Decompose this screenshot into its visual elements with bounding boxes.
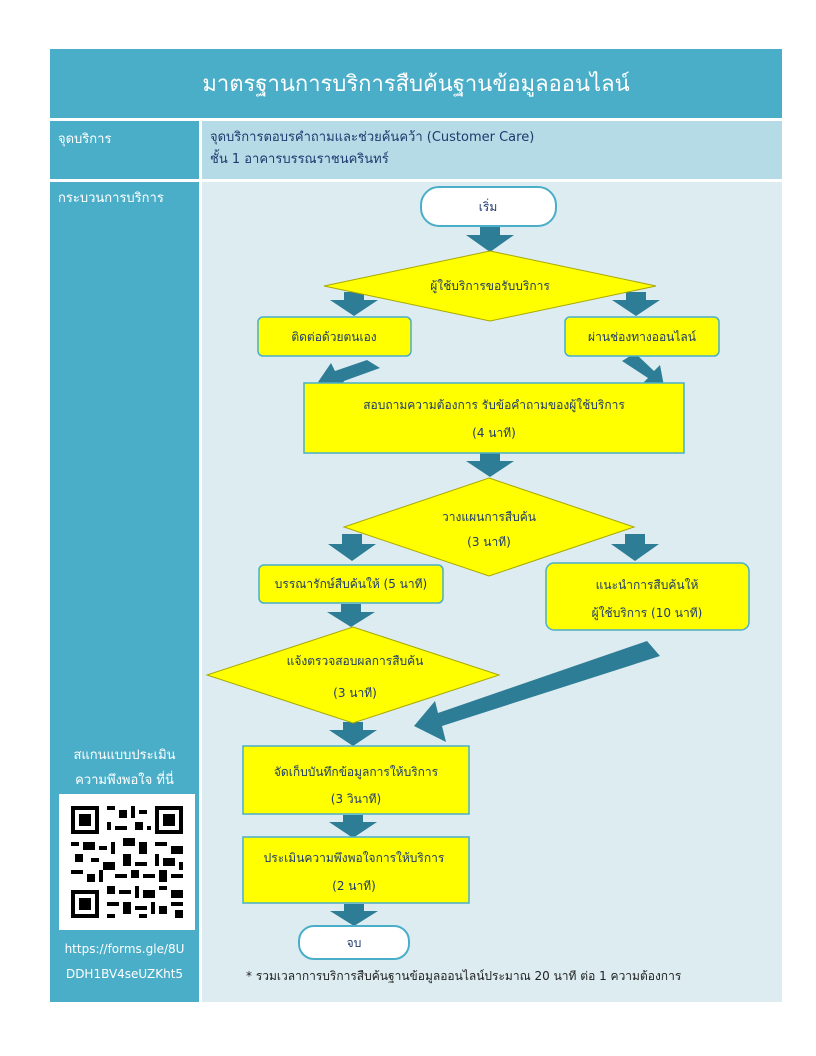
flow-arrows xyxy=(318,227,664,926)
arrow-plan-to-librarian xyxy=(328,534,376,561)
plan-label-2: (3 นาที) xyxy=(467,535,511,549)
scan-line2: ความพึงพอใจ ที่นี่ xyxy=(75,773,174,788)
start-label: เริ่ม xyxy=(479,198,497,214)
record-label-1: จัดเก็บบันทึกข้อมูลการให้บริการ xyxy=(274,764,439,780)
process-label: กระบวนการบริการ xyxy=(58,191,164,206)
survey-url-line2[interactable]: DDH1BV4seUZKht5 xyxy=(65,967,184,981)
request-decision xyxy=(323,250,657,322)
qr-code-icon xyxy=(59,794,195,930)
online-contact-label: ผ่านช่องทางออนไลน์ xyxy=(588,330,696,344)
arrow-plan-to-guide xyxy=(611,534,659,561)
arrow-evaluate-to-end xyxy=(330,904,378,926)
page-title: มาตรฐานการบริการสืบค้นฐานข้อมูลออนไลน์ xyxy=(50,49,782,118)
end-node xyxy=(298,925,410,960)
arrow-inquire-to-plan xyxy=(466,453,514,477)
scan-line1: สแกนแบบประเมิน xyxy=(73,748,176,763)
service-point-line1: จุดบริการตอบรคำถามและช่วยค้นคว้า (Custom… xyxy=(210,130,535,145)
arrow-start-to-request xyxy=(466,227,514,252)
survey-url-line1[interactable]: https://forms.gle/8U xyxy=(64,942,185,956)
end-label: จบ xyxy=(347,936,362,950)
arrow-self-to-inquire xyxy=(318,360,380,389)
guide-search-label-1: แนะนำการสืบค้นให้ xyxy=(596,578,699,592)
record-node xyxy=(242,745,470,815)
qr-code[interactable] xyxy=(59,794,195,930)
footnote: * รวมเวลาการบริการสืบค้นฐานข้อมูลออนไลน์… xyxy=(246,969,682,983)
inquire-label-2: (4 นาที) xyxy=(472,426,516,440)
record-label-2: (3 วินาที) xyxy=(331,792,381,806)
plan-label-1: วางแผนการสืบค้น xyxy=(442,510,536,524)
notify-label-2: (3 นาที) xyxy=(333,686,377,700)
arrow-request-to-self xyxy=(330,292,378,316)
process-sidebar: กระบวนการบริการ สแกนแบบประเมิน ความพึงพอ… xyxy=(50,182,199,1002)
arrow-guide-to-record xyxy=(414,641,660,742)
self-contact-label: ติดต่อด้วยตนเอง xyxy=(291,330,376,344)
librarian-search-label: บรรณารักษ์สืบค้นให้ (5 นาที) xyxy=(275,577,427,591)
guide-search-label-2: ผู้ใช้บริการ (10 นาที) xyxy=(592,606,703,621)
service-point-line2: ชั้น 1 อาคารบรรณราชนครินทร์ xyxy=(210,152,389,167)
evaluate-node xyxy=(242,836,470,904)
arrow-request-to-online xyxy=(612,292,660,316)
inquire-node xyxy=(303,382,685,454)
arrow-notify-to-record xyxy=(329,722,377,746)
online-contact-node xyxy=(564,316,720,357)
arrow-online-to-inquire xyxy=(622,353,664,386)
inquire-label-1: สอบถามความต้องการ รับข้อคำถามของผู้ใช้บร… xyxy=(363,398,625,413)
librarian-search-node xyxy=(258,564,444,604)
notify-decision xyxy=(205,626,501,724)
notify-label-1: แจ้งตรวจสอบผลการสืบค้น xyxy=(287,654,424,668)
service-point-label: จุดบริการ xyxy=(50,121,199,179)
request-label: ผู้ใช้บริการขอรับบริการ xyxy=(430,279,550,294)
self-contact-node xyxy=(257,316,412,357)
arrow-librarian-to-notify xyxy=(327,604,375,627)
evaluate-label-2: (2 นาที) xyxy=(332,879,376,893)
start-node xyxy=(420,186,557,227)
evaluate-label-1: ประเมินความพึงพอใจการให้บริการ xyxy=(264,851,445,865)
plan-decision xyxy=(342,477,636,577)
guide-search-node xyxy=(545,562,750,631)
service-point-info: จุดบริการตอบรคำถามและช่วยค้นคว้า (Custom… xyxy=(202,121,782,179)
arrow-record-to-evaluate xyxy=(329,815,377,838)
